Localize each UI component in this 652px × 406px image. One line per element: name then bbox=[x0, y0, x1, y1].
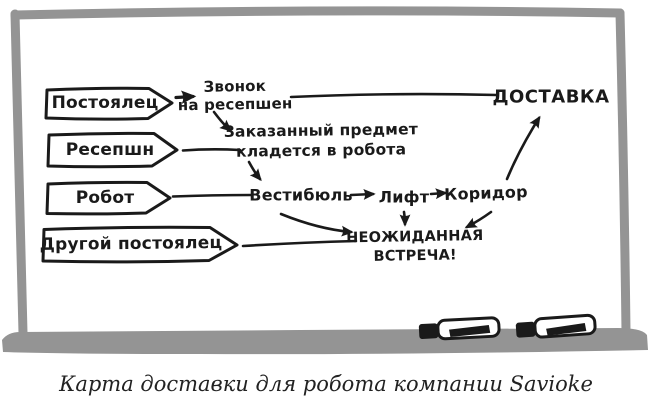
arrow-item-to-lobby bbox=[247, 160, 262, 182]
marker-cap bbox=[515, 321, 536, 338]
whiteboard-marker-pen-2 bbox=[515, 313, 597, 339]
line-robot-to-lobby bbox=[171, 193, 254, 198]
whiteboard-frame bbox=[10, 6, 631, 338]
frame-top-edge bbox=[10, 6, 625, 20]
frame-right-edge bbox=[615, 8, 631, 336]
actor-box-reception bbox=[46, 131, 179, 169]
line-reception-to-item bbox=[181, 148, 242, 152]
arrow-corridor-to-encounter bbox=[464, 210, 493, 229]
figure-caption: Карта доставки для робота компании Savio… bbox=[59, 372, 593, 396]
flow-connectors bbox=[171, 90, 541, 248]
whiteboard-marker-pen-1 bbox=[418, 316, 501, 341]
arrow-elevator-to-encounter bbox=[399, 210, 411, 227]
arrow-lobby-to-encounter bbox=[279, 212, 354, 237]
arrow-call-to-item bbox=[212, 110, 233, 132]
marker-label bbox=[449, 324, 491, 338]
arrow-corridor-to-delivery bbox=[505, 115, 541, 181]
actor-boxes bbox=[41, 86, 239, 264]
actor-box-guest bbox=[44, 86, 174, 121]
frame-left-edge bbox=[10, 9, 28, 338]
arrow-lobby-to-elevator bbox=[349, 189, 376, 200]
actor-box-robot bbox=[45, 180, 172, 216]
line-other-guest-to-encounter bbox=[241, 239, 358, 248]
actor-box-other-guest bbox=[41, 225, 239, 264]
whiteboard-drawing bbox=[2, 6, 648, 355]
marker-cap bbox=[418, 323, 439, 339]
arrow-elevator-to-corridor bbox=[429, 188, 448, 200]
arrow-guest-to-call bbox=[174, 90, 197, 104]
line-call-to-delivery bbox=[289, 92, 499, 99]
marker-label bbox=[546, 323, 587, 336]
